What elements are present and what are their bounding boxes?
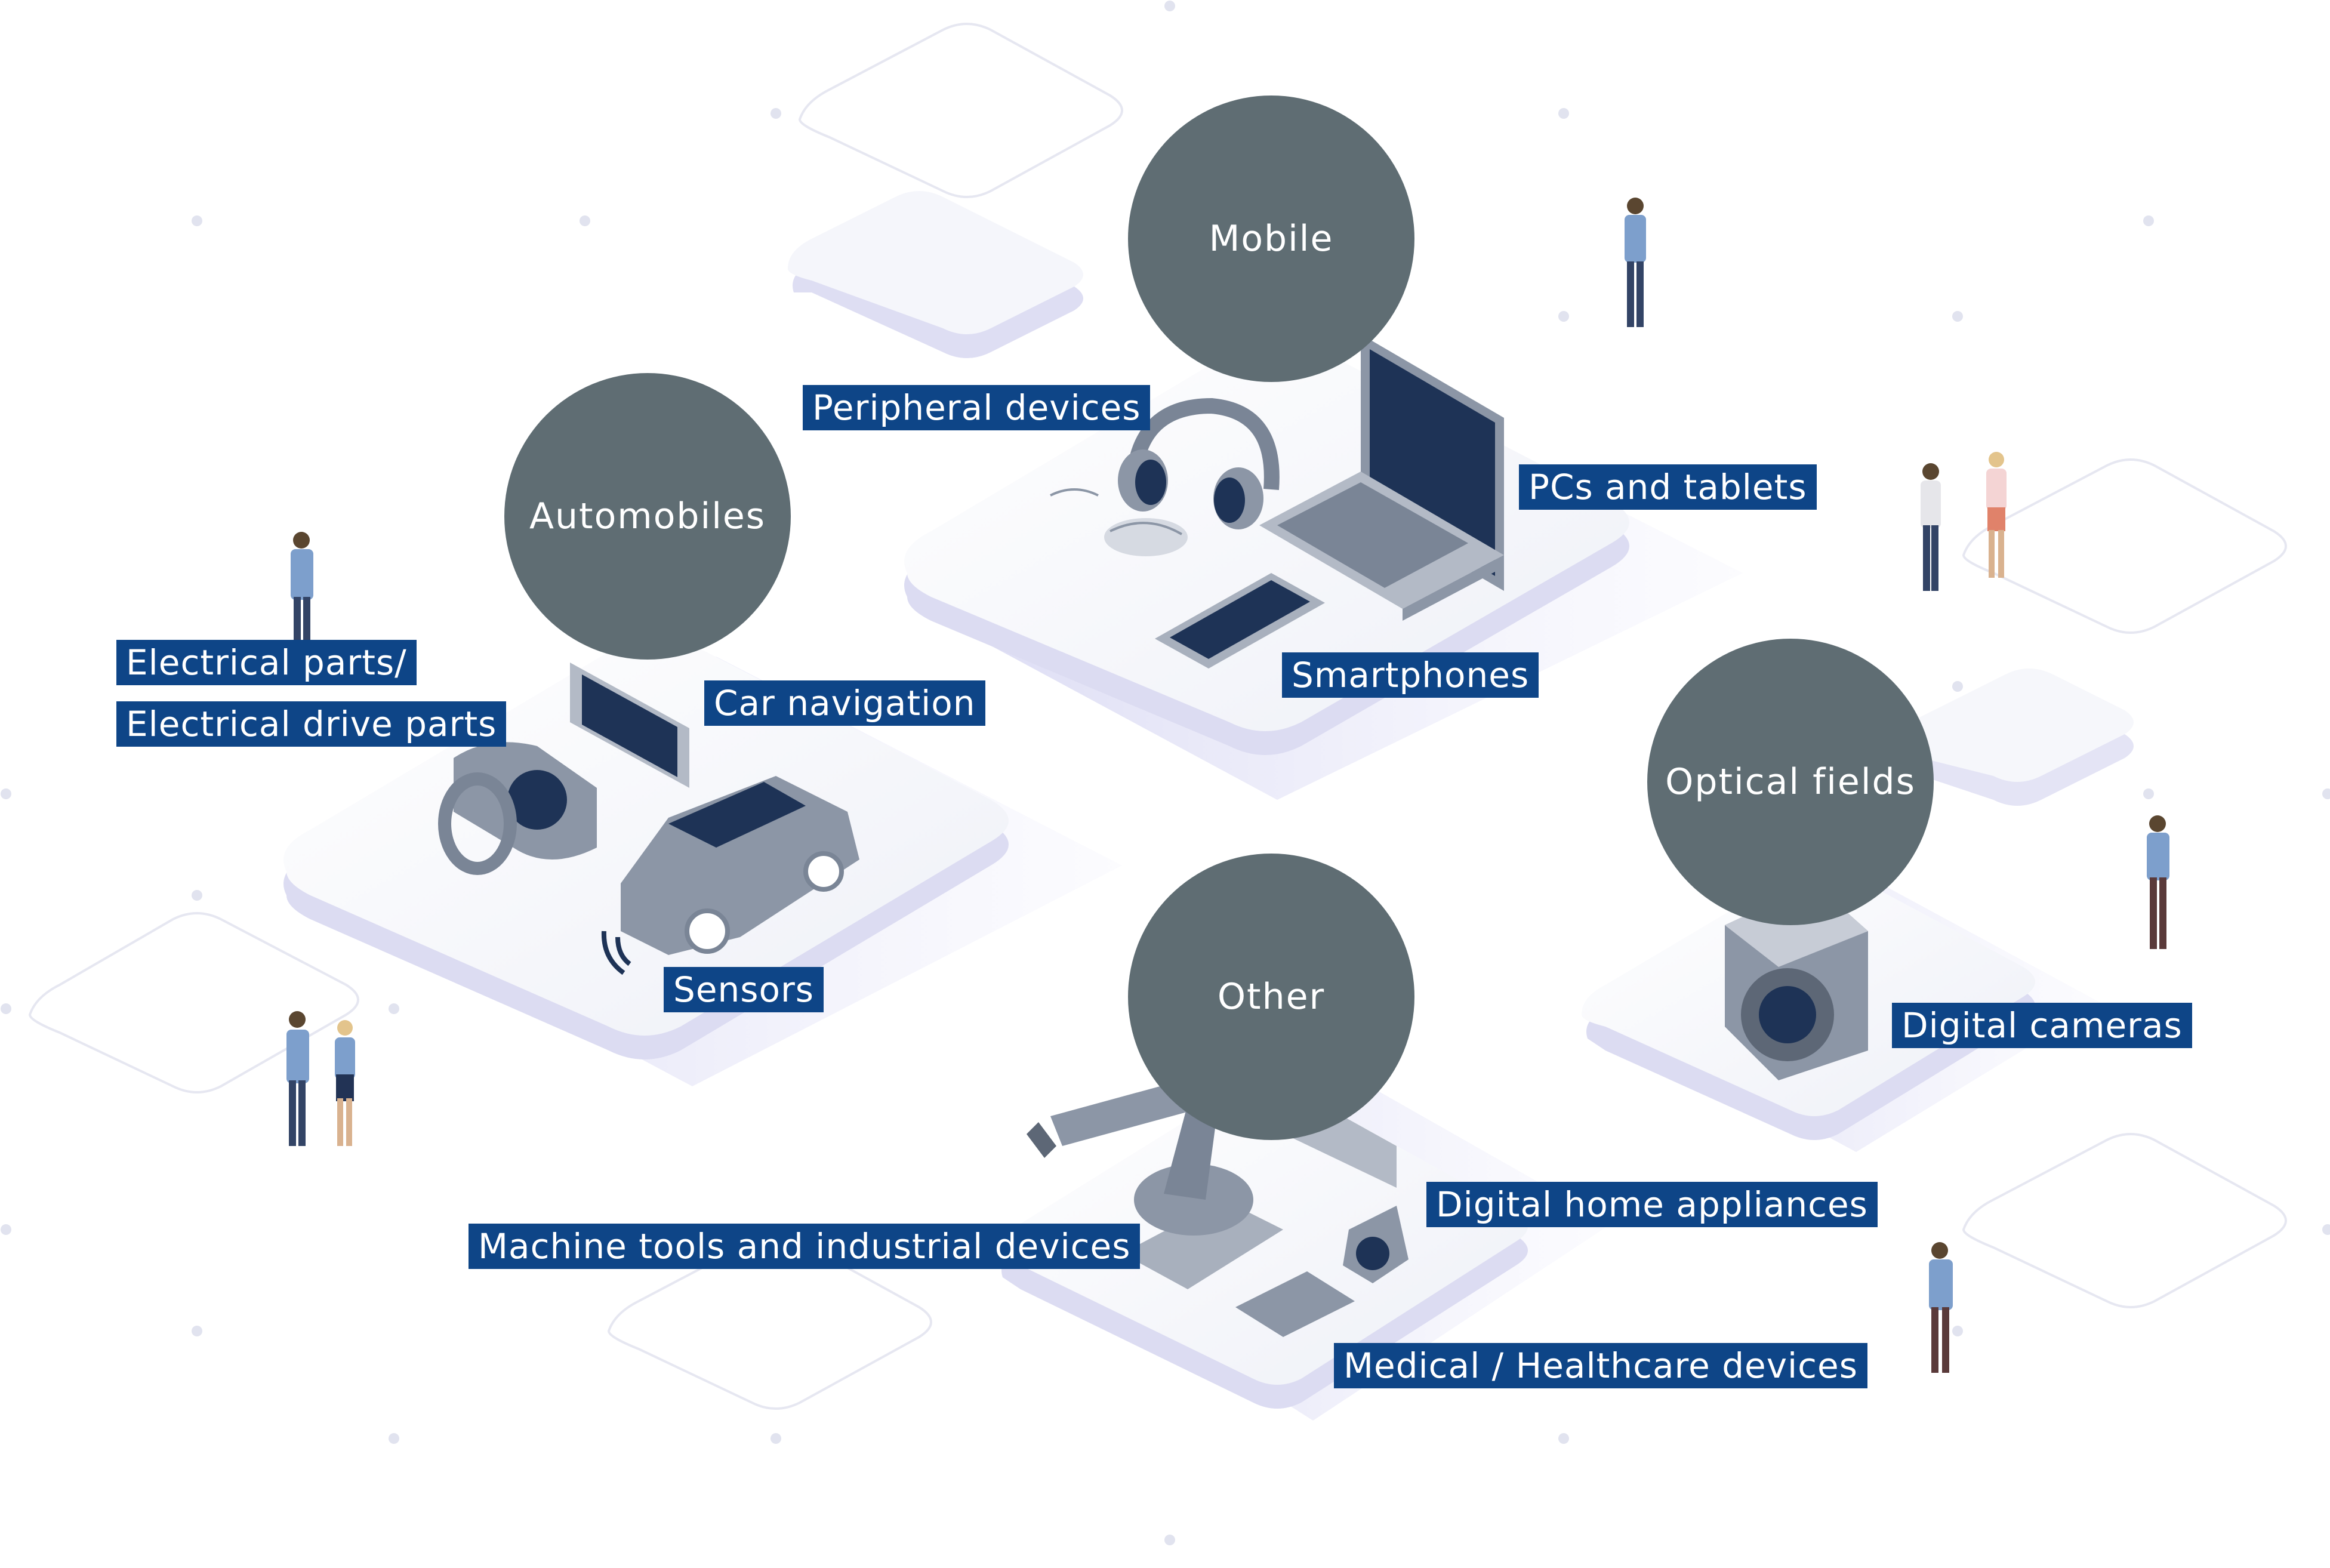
small-platform-top bbox=[788, 191, 1083, 358]
person-icon bbox=[1921, 463, 1941, 591]
pcs-tablets-tag: PCs and tablets bbox=[1519, 464, 1817, 510]
car-navigation-tag: Car navigation bbox=[704, 680, 985, 726]
digital-cameras-tag: Digital cameras bbox=[1892, 1003, 2192, 1048]
electrical-parts-tag-line2: Electrical drive parts bbox=[116, 701, 507, 747]
scale-icon bbox=[1235, 1271, 1355, 1337]
mobile-category-circle: Mobile bbox=[1128, 96, 1414, 382]
optical-category-label: Optical fields bbox=[1665, 761, 1916, 803]
person-icon bbox=[1929, 1242, 1953, 1373]
person-icon bbox=[335, 1020, 355, 1146]
smartphones-tag: Smartphones bbox=[1282, 652, 1539, 698]
mobile-category-label: Mobile bbox=[1209, 218, 1334, 260]
other-category-label: Other bbox=[1217, 976, 1326, 1018]
car-icon bbox=[621, 776, 859, 955]
smartphone-icon bbox=[1155, 573, 1325, 669]
digital-home-appliances-tag: Digital home appliances bbox=[1426, 1182, 1878, 1227]
person-icon bbox=[291, 532, 313, 651]
sensors-tag: Sensors bbox=[664, 967, 824, 1012]
optical-category-circle: Optical fields bbox=[1647, 639, 1934, 925]
other-category-circle: Other bbox=[1128, 854, 1414, 1140]
automobiles-category-label: Automobiles bbox=[529, 495, 766, 537]
laptop-icon bbox=[1259, 334, 1504, 621]
medical-healthcare-tag: Medical / Healthcare devices bbox=[1334, 1343, 1867, 1388]
sensor-waves-icon bbox=[601, 931, 631, 975]
machine-tools-tag: Machine tools and industrial devices bbox=[469, 1224, 1141, 1269]
mouse-icon bbox=[1050, 488, 1188, 556]
headphones-icon bbox=[1118, 398, 1280, 529]
person-icon bbox=[286, 1011, 309, 1146]
person-icon bbox=[1625, 198, 1646, 327]
small-platform-right bbox=[1898, 669, 2134, 806]
car-navigation-icon bbox=[570, 663, 689, 788]
peripheral-devices-tag: Peripheral devices bbox=[803, 385, 1151, 430]
dashboard-icon bbox=[438, 742, 597, 875]
person-icon bbox=[2147, 815, 2169, 949]
person-icon bbox=[1986, 452, 2007, 578]
electrical-parts-tag-line1: Electrical parts/ bbox=[116, 640, 417, 685]
automobiles-category-circle: Automobiles bbox=[504, 373, 791, 660]
robot-arm-icon bbox=[1027, 1080, 1283, 1289]
